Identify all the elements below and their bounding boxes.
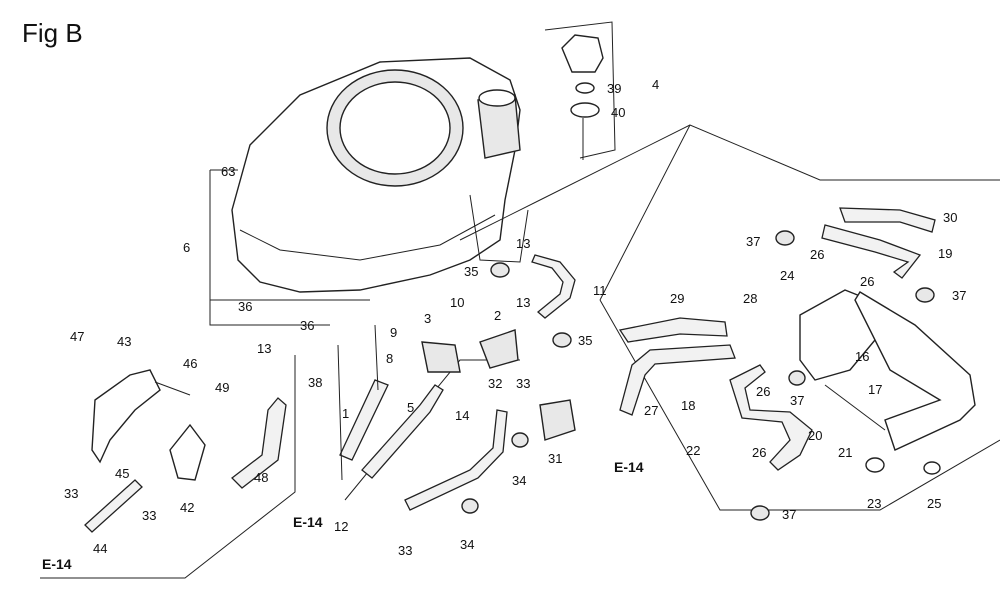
clamps xyxy=(461,230,935,521)
label-part-28: 28 xyxy=(743,291,757,306)
callout-e14-right: E-14 xyxy=(614,459,644,475)
label-part-31: 31 xyxy=(548,451,562,466)
label-part-34-b: 34 xyxy=(460,537,474,552)
label-part-37-d: 37 xyxy=(782,507,796,522)
label-part-12: 12 xyxy=(334,519,348,534)
label-part-26-c: 26 xyxy=(756,384,770,399)
label-part-36-b: 36 xyxy=(300,318,314,333)
figure-title: Fig B xyxy=(22,18,83,48)
label-part-49: 49 xyxy=(215,380,229,395)
label-part-26-b: 26 xyxy=(860,274,874,289)
label-part-10: 10 xyxy=(450,295,464,310)
label-part-13-c: 13 xyxy=(257,341,271,356)
label-part-22: 22 xyxy=(686,443,700,458)
label-part-33-a: 33 xyxy=(516,376,530,391)
hoses xyxy=(84,207,936,533)
label-part-33-d: 33 xyxy=(64,486,78,501)
label-part-33-b: 33 xyxy=(142,508,156,523)
fuel-cap xyxy=(544,21,616,160)
fuel-tank-cover xyxy=(231,57,529,293)
label-part-25: 25 xyxy=(927,496,941,511)
label-part-37-b: 37 xyxy=(952,288,966,303)
label-part-20: 20 xyxy=(808,428,822,443)
callout-e14-left: E-14 xyxy=(42,556,72,572)
label-part-4: 4 xyxy=(652,77,659,92)
label-part-46: 46 xyxy=(183,356,197,371)
label-part-1: 1 xyxy=(342,406,349,421)
label-part-23: 23 xyxy=(867,496,881,511)
label-part-27: 27 xyxy=(644,403,658,418)
label-part-26-a: 26 xyxy=(810,247,824,262)
mounting-parts xyxy=(91,324,886,481)
label-part-30: 30 xyxy=(943,210,957,225)
label-part-47: 47 xyxy=(70,329,84,344)
label-part-8: 8 xyxy=(386,351,393,366)
label-part-32: 32 xyxy=(488,376,502,391)
label-part-24: 24 xyxy=(780,268,794,283)
filter-assembly xyxy=(799,289,976,475)
label-part-44: 44 xyxy=(93,541,107,556)
label-part-35-b: 35 xyxy=(578,333,592,348)
label-part-9: 9 xyxy=(390,325,397,340)
part-labels: 1 2 3 4 5 6 8 9 10 11 12 13 13 13 14 16 … xyxy=(42,77,966,572)
label-part-13-a: 13 xyxy=(516,236,530,251)
label-part-13-b: 13 xyxy=(516,295,530,310)
label-part-36-a: 36 xyxy=(238,299,252,314)
label-part-48: 48 xyxy=(254,470,268,485)
label-part-39: 39 xyxy=(607,81,621,96)
label-part-18: 18 xyxy=(681,398,695,413)
label-part-37-c: 37 xyxy=(790,393,804,408)
label-part-34-a: 34 xyxy=(512,473,526,488)
label-part-43: 43 xyxy=(117,334,131,349)
label-part-16: 16 xyxy=(855,349,869,364)
label-part-35-a: 35 xyxy=(464,264,478,279)
label-part-37-a: 37 xyxy=(746,234,760,249)
label-part-33-c: 33 xyxy=(398,543,412,558)
label-part-6: 6 xyxy=(183,240,190,255)
label-part-17: 17 xyxy=(868,382,882,397)
label-part-40: 40 xyxy=(611,105,625,120)
label-part-14: 14 xyxy=(455,408,469,423)
label-part-45: 45 xyxy=(115,466,129,481)
label-part-2: 2 xyxy=(494,308,501,323)
label-part-42: 42 xyxy=(180,500,194,515)
label-part-5: 5 xyxy=(407,400,414,415)
label-part-63: 63 xyxy=(221,164,235,179)
label-part-26-d: 26 xyxy=(752,445,766,460)
callout-e14-center: E-14 xyxy=(293,514,323,530)
label-part-29: 29 xyxy=(670,291,684,306)
label-part-11: 11 xyxy=(593,283,607,298)
label-part-19: 19 xyxy=(938,246,952,261)
label-part-38: 38 xyxy=(308,375,322,390)
label-part-3: 3 xyxy=(424,311,431,326)
label-part-21: 21 xyxy=(838,445,852,460)
